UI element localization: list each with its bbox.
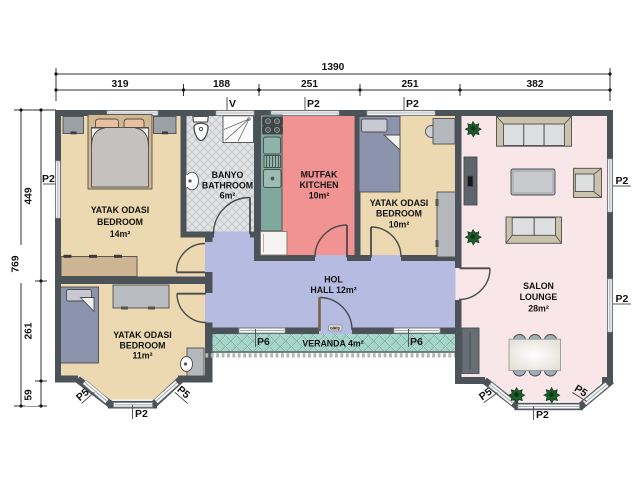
svg-text:LOUNGE: LOUNGE (520, 292, 558, 302)
svg-text:GİRİŞ: GİRİŞ (330, 326, 340, 330)
svg-text:261: 261 (24, 322, 35, 339)
svg-text:10m²: 10m² (309, 191, 330, 201)
svg-text:P6: P6 (410, 336, 423, 348)
svg-text:BANYO: BANYO (212, 170, 244, 180)
svg-text:VERANDA 4m²: VERANDA 4m² (302, 339, 363, 349)
svg-text:59: 59 (24, 389, 35, 401)
svg-text:P2: P2 (536, 409, 549, 421)
svg-text:319: 319 (112, 79, 129, 90)
svg-text:YATAK ODASI: YATAK ODASI (91, 205, 150, 215)
svg-text:P2: P2 (616, 175, 629, 187)
svg-text:BATHROOM: BATHROOM (202, 181, 253, 191)
svg-text:P2: P2 (616, 293, 629, 305)
svg-text:1390: 1390 (322, 62, 345, 73)
svg-text:188: 188 (213, 79, 230, 90)
svg-text:MUTFAK: MUTFAK (301, 170, 338, 180)
svg-text:P2: P2 (135, 408, 148, 420)
svg-text:769: 769 (11, 255, 22, 272)
svg-text:HALL 12m²: HALL 12m² (310, 285, 356, 295)
svg-text:28m²: 28m² (528, 304, 549, 314)
svg-text:YATAK ODASI: YATAK ODASI (370, 198, 429, 208)
svg-text:V: V (229, 98, 236, 110)
svg-text:382: 382 (527, 79, 544, 90)
svg-text:KITCHEN: KITCHEN (299, 180, 338, 190)
svg-text:14m²: 14m² (110, 229, 131, 239)
svg-text:BEDROOM: BEDROOM (376, 209, 422, 219)
svg-text:6m²: 6m² (220, 191, 236, 201)
svg-text:251: 251 (402, 79, 419, 90)
svg-text:SALON: SALON (523, 281, 554, 291)
svg-text:P6: P6 (257, 336, 270, 348)
svg-text:449: 449 (24, 187, 35, 204)
svg-text:HOL: HOL (324, 275, 343, 285)
svg-text:P2: P2 (307, 98, 320, 110)
svg-text:P2: P2 (42, 173, 55, 185)
svg-text:10m²: 10m² (389, 220, 410, 230)
svg-text:BEDROOM: BEDROOM (97, 217, 143, 227)
svg-text:YATAK ODASI: YATAK ODASI (113, 330, 172, 340)
svg-text:BEDROOM: BEDROOM (120, 341, 166, 351)
svg-text:11m²: 11m² (132, 351, 152, 361)
svg-text:251: 251 (301, 79, 318, 90)
svg-text:P2: P2 (406, 98, 419, 110)
